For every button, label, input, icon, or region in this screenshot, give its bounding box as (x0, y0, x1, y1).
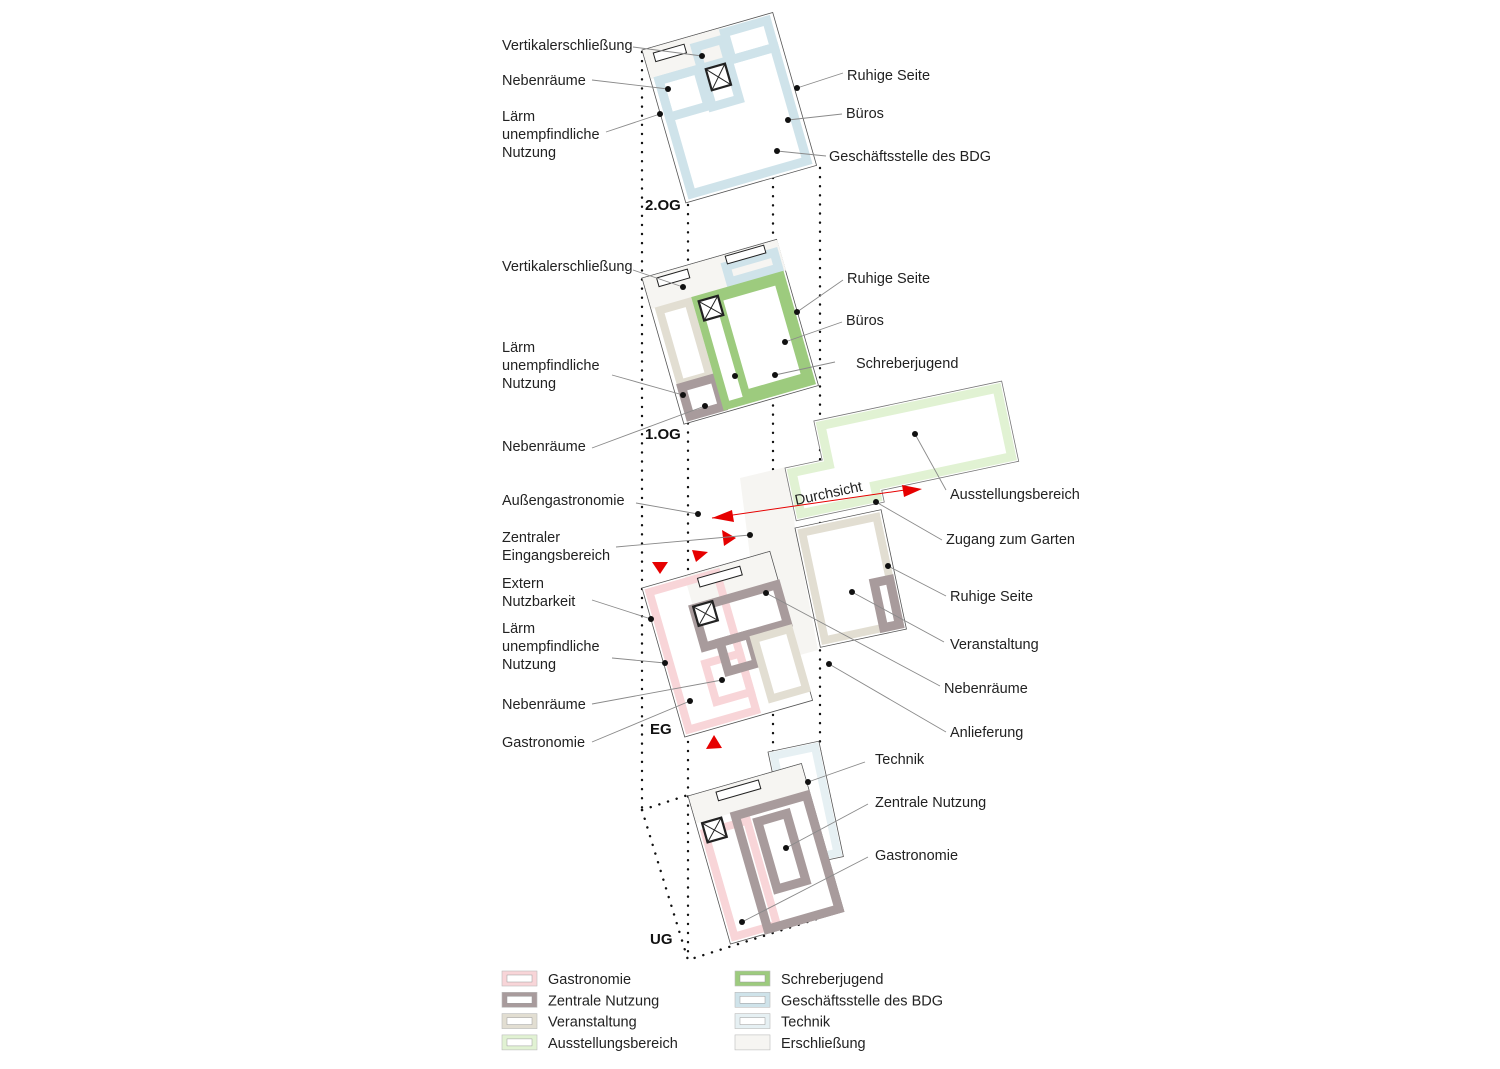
legend-label: Erschließung (781, 1036, 866, 1052)
legend-item: Technik (734, 1013, 831, 1031)
label: Extern (502, 576, 544, 592)
floor-plan-eg: Durchsicht (641, 380, 1020, 749)
legend-swatch-inner (506, 996, 533, 1004)
label: Nutzung (502, 657, 556, 673)
legend-swatch-inner (506, 1017, 533, 1025)
label: Ausstellungsbereich (950, 487, 1080, 503)
label: Ruhige Seite (950, 589, 1033, 605)
label: Nutzung (502, 376, 556, 392)
legend-label: Geschäftsstelle des BDG (781, 993, 943, 1009)
label: Schreberjugend (856, 356, 958, 372)
legend-swatch-inner (506, 974, 533, 983)
floor-label-2og: 2.OG (645, 197, 681, 214)
arrow-icon (706, 735, 722, 749)
label: Lärm (502, 340, 535, 356)
label: unempfindliche (502, 358, 600, 374)
label: Lärm (502, 109, 535, 125)
arrow-icon (692, 550, 708, 562)
legend-label: Zentrale Nutzung (548, 993, 659, 1009)
floor-plan-2og (641, 12, 818, 204)
label: Nebenräume (502, 697, 586, 713)
label: Nutzbarkeit (502, 594, 575, 610)
label: Geschäftsstelle des BDG (829, 149, 991, 165)
legend-label: Schreberjugend (781, 972, 883, 988)
legend-item: Schreberjugend (734, 970, 883, 988)
floor-label-ug: UG (650, 931, 673, 948)
label: Nebenräume (944, 681, 1028, 697)
labels-ug: Technik Zentrale Nutzung Gastronomie (875, 752, 986, 864)
labels-1og: Vertikalerschließung Lärm unempfindliche… (502, 259, 958, 455)
legend-label: Veranstaltung (548, 1015, 637, 1031)
legend-item: Geschäftsstelle des BDG (734, 991, 943, 1009)
arrow-icon (902, 485, 922, 497)
label: Eingangsbereich (502, 548, 610, 564)
label: Gastronomie (875, 848, 958, 864)
label: Nebenräume (502, 73, 586, 89)
legend-swatch (734, 1034, 771, 1051)
label: Ruhige Seite (847, 68, 930, 84)
label: Zentraler (502, 530, 560, 546)
label: Außengastronomie (502, 493, 625, 509)
floor-plan-1og (641, 238, 819, 425)
durchsicht-line (711, 489, 906, 519)
label: Zentrale Nutzung (875, 795, 986, 811)
label: unempfindliche (502, 127, 600, 143)
label: Ruhige Seite (847, 271, 930, 287)
floor-label-1og: 1.OG (645, 426, 681, 443)
label: Büros (846, 106, 884, 122)
floor-label-eg: EG (650, 721, 672, 738)
labels-eg: Außengastronomie Zentraler Eingangsberei… (502, 487, 1080, 751)
legend-label: Technik (781, 1015, 831, 1031)
label: Veranstaltung (950, 637, 1039, 653)
legend-item: Veranstaltung (501, 1013, 637, 1031)
floor-plan-ug (687, 740, 845, 945)
label: Gastronomie (502, 735, 585, 751)
arrow-icon (722, 530, 736, 546)
label: Vertikalerschließung (502, 259, 633, 275)
legend-swatch-inner (506, 1038, 533, 1047)
legend-item: Gastronomie (501, 970, 631, 988)
legend-item: Erschließung (734, 1034, 866, 1052)
legend-swatch-inner (739, 974, 766, 983)
legend-item: Zentrale Nutzung (501, 991, 659, 1009)
label: Nutzung (502, 145, 556, 161)
legend-swatch-inner (739, 996, 766, 1004)
label: Nebenräume (502, 439, 586, 455)
labels-2og: Vertikalerschließung Nebenräume Lärm une… (502, 38, 991, 165)
label: Technik (875, 752, 925, 768)
legend-label: Ausstellungsbereich (548, 1036, 678, 1052)
label: Büros (846, 313, 884, 329)
label: Zugang zum Garten (946, 532, 1075, 548)
legend-item: Ausstellungsbereich (501, 1034, 678, 1052)
leader-lines (591, 46, 947, 925)
label: Lärm (502, 621, 535, 637)
label: Vertikalerschließung (502, 38, 633, 54)
label: unempfindliche (502, 639, 600, 655)
label: Anlieferung (950, 725, 1023, 741)
arrow-icon (712, 510, 734, 522)
legend-label: Gastronomie (548, 972, 631, 988)
projection-lines (640, 50, 822, 962)
legend-swatch-inner (739, 1017, 766, 1025)
arrow-icon (652, 562, 668, 574)
